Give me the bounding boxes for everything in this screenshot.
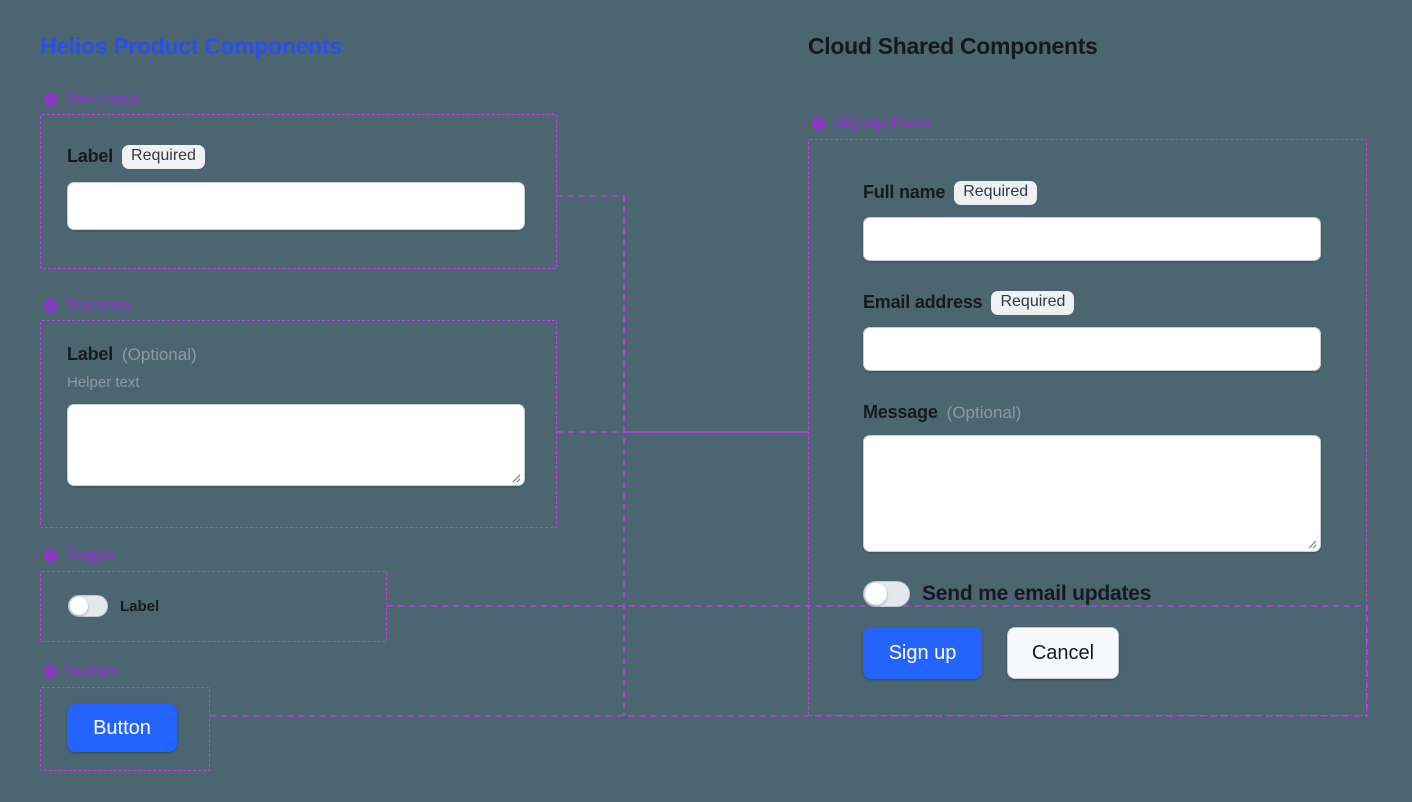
field-full-name: Full name Required — [863, 181, 1321, 261]
full-name-label-row: Full name Required — [863, 181, 1321, 205]
field-label: Label — [67, 344, 114, 364]
email-input[interactable] — [863, 326, 1321, 371]
email-updates-label: Send me email updates — [922, 582, 1152, 605]
field-label: Label — [67, 146, 114, 167]
optional-text: (Optional) — [946, 402, 1022, 422]
required-badge: Required — [954, 181, 1038, 205]
message-textarea[interactable] — [863, 435, 1321, 552]
optional-text: (Optional) — [122, 344, 197, 364]
text-input-component: Label Required — [67, 145, 525, 230]
section-label-signup-form: Signup Form — [812, 113, 930, 133]
email-label-row: Email address Required — [863, 291, 1321, 315]
full-name-input[interactable] — [863, 216, 1321, 261]
email-updates-toggle-row: Send me email updates — [863, 581, 1151, 607]
toggle-label: Label — [120, 597, 160, 615]
field-email-address: Email address Required — [863, 291, 1321, 371]
component-frame-button — [40, 687, 210, 771]
section-label-text: Text Input — [65, 89, 139, 108]
toggle-switch[interactable] — [68, 595, 108, 617]
component-frame-textarea — [40, 320, 557, 528]
field-label: Message — [863, 402, 938, 422]
textarea-component: Label (Optional) Helper text — [67, 344, 525, 486]
section-label-text: Signup Form — [833, 113, 931, 132]
message-label-row: Message (Optional) — [863, 402, 1321, 423]
toggle-knob — [865, 583, 887, 605]
connector-text-input — [557, 195, 808, 433]
section-label-textarea: Textarea — [44, 295, 130, 315]
demo-button[interactable]: Button — [67, 704, 177, 752]
text-input-field[interactable] — [67, 181, 525, 230]
section-label-text: Toggle — [65, 545, 116, 564]
required-badge: Required — [991, 291, 1075, 315]
toggle-knob — [70, 597, 88, 615]
section-label-text: Textarea — [65, 295, 131, 314]
required-badge: Required — [122, 145, 205, 169]
textarea-label-row: Label (Optional) — [67, 344, 525, 365]
right-panel-title: Cloud Shared Components — [808, 33, 1098, 59]
diamond-icon — [44, 665, 57, 678]
diamond-icon — [812, 117, 825, 130]
cancel-button[interactable]: Cancel — [1007, 627, 1119, 679]
message-textarea-wrap — [863, 435, 1321, 552]
section-label-text-input: Text Input — [44, 89, 139, 109]
sign-up-button[interactable]: Sign up — [863, 627, 982, 679]
textarea-field[interactable] — [67, 404, 525, 486]
email-updates-toggle[interactable] — [863, 581, 910, 607]
field-label: Email address — [863, 292, 983, 313]
diamond-icon — [44, 93, 57, 106]
textarea-wrap — [67, 404, 525, 486]
section-label-button: Button — [44, 661, 114, 681]
section-label-text: Button — [65, 661, 115, 680]
field-label: Full name — [863, 182, 946, 203]
diamond-icon — [44, 549, 57, 562]
component-frame-toggle — [40, 571, 387, 642]
left-panel-title: Helios Product Components — [40, 33, 342, 59]
field-message: Message (Optional) — [863, 402, 1321, 552]
section-label-toggle: Toggle — [44, 545, 115, 565]
diamond-icon — [44, 299, 57, 312]
text-input-label-row: Label Required — [67, 145, 525, 169]
toggle-component: Label — [68, 595, 159, 617]
helper-text: Helper text — [67, 374, 140, 391]
component-frame-text-input — [40, 114, 557, 269]
